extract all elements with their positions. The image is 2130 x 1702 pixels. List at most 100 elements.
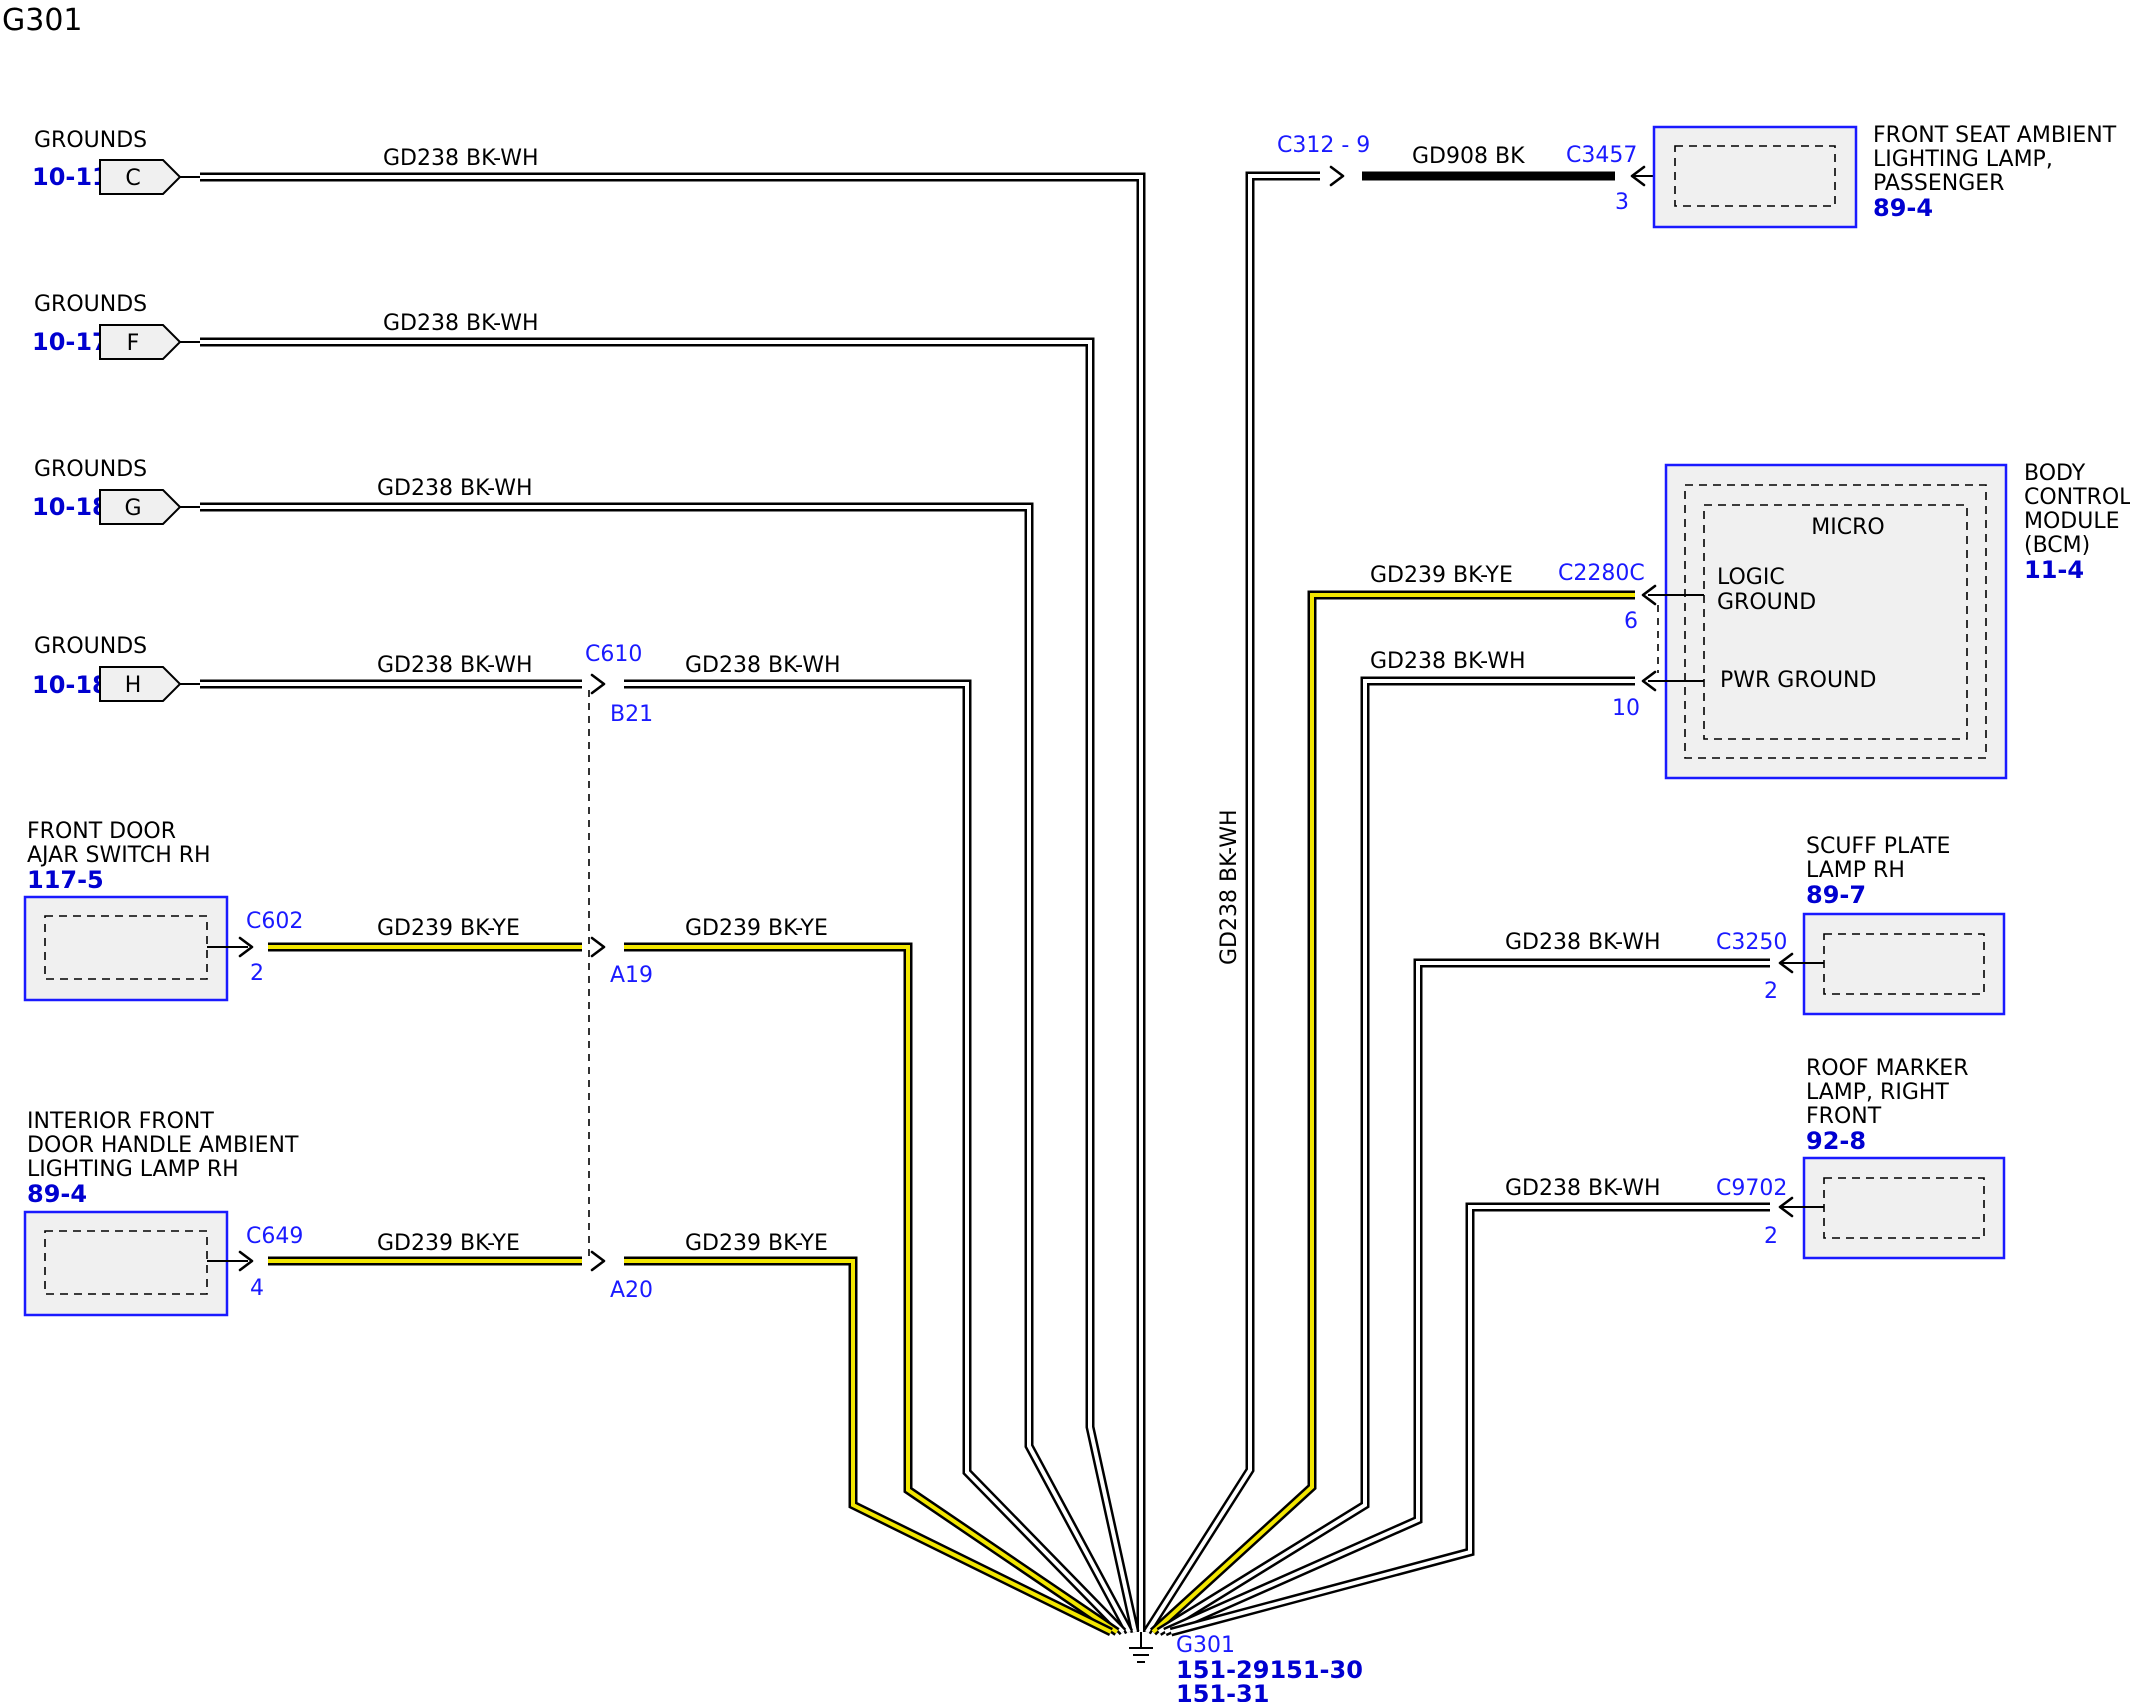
connector-pin: F <box>127 331 140 356</box>
wire-label: GD238 BK-WH <box>377 476 533 501</box>
arrow-right-icon <box>238 1250 254 1272</box>
component-ref-link[interactable]: 89-7 <box>1806 881 1866 909</box>
bcm-dashed-box <box>1684 484 1987 759</box>
wire-scuff-plate <box>1163 958 1770 1637</box>
connector-name: C602 <box>246 909 303 934</box>
component-name-line: LAMP RH <box>1806 858 1905 883</box>
arrow-right-icon <box>1329 165 1345 187</box>
logic-ground-label: GROUND <box>1717 590 1816 615</box>
component-front-door-ajar-switch[interactable]: FRONT DOOR AJAR SWITCH RH 117-5 C602 2 G… <box>23 819 520 1002</box>
ground-point-name: G301 <box>1176 1633 1235 1658</box>
component-name-line: (BCM) <box>2024 533 2090 558</box>
wire-harness <box>200 171 1770 1637</box>
micro-box <box>1703 504 1968 740</box>
connector-flag-icon <box>99 324 182 360</box>
ground-label: GROUNDS <box>34 292 147 317</box>
arrow-left-icon <box>1641 584 1657 606</box>
component-box <box>1802 912 2006 1016</box>
wire-label: GD238 BK-WH <box>1505 1176 1661 1201</box>
pwr-ground-label: PWR GROUND <box>1720 668 1876 693</box>
component-name-line: PASSENGER <box>1873 171 2004 196</box>
connector-flag-icon <box>99 159 182 195</box>
arrow-right-icon <box>590 673 606 695</box>
component-name-line: FRONT SEAT AMBIENT <box>1873 123 2117 148</box>
wire-label-vertical: GD238 BK-WH <box>1217 809 1242 965</box>
component-ref-link[interactable]: 89-4 <box>27 1180 87 1208</box>
ground-ref-link[interactable]: 151-29151-30 <box>1176 1656 1363 1684</box>
component-name-line: LIGHTING LAMP, <box>1873 147 2053 172</box>
ground-connector-h[interactable]: GROUNDS 10-18 H GD238 BK-WH <box>32 634 533 702</box>
connector-name: C3250 <box>1716 930 1787 955</box>
component-body-control-module[interactable]: MICRO LOGIC GROUND PWR GROUND C2280C 6 1… <box>1370 461 2130 780</box>
connector-pin: 2 <box>1764 979 1778 1004</box>
arrow-left-icon <box>1641 670 1657 692</box>
logic-ground-label: LOGIC <box>1717 565 1785 590</box>
connector-name: C312 - 9 <box>1277 133 1370 158</box>
inline-connector-c610[interactable]: C610 B21 A19 A20 GD238 BK-WH GD239 BK-YE… <box>585 642 841 1303</box>
wire-bcm-pwr <box>1156 676 1635 1636</box>
component-ref-link[interactable]: 89-4 <box>1873 194 1933 222</box>
component-inner-box <box>1674 145 1836 207</box>
connector-pin: 2 <box>1764 1224 1778 1249</box>
connector-flag-icon <box>99 489 182 525</box>
ground-ref-link[interactable]: 10-17 <box>32 328 109 356</box>
wire-label: GD238 BK-WH <box>1505 930 1661 955</box>
ground-ref-link[interactable]: 151-31 <box>1176 1680 1269 1702</box>
arrow-right-icon <box>238 936 254 958</box>
wire-label: GD239 BK-YE <box>685 916 828 941</box>
wire-label: GD239 BK-YE <box>685 1231 828 1256</box>
wire-door-ajar-b <box>624 942 1120 1636</box>
page-title: G301 <box>2 3 83 38</box>
component-front-seat-ambient-lamp[interactable]: C312 - 9 GD908 BK C3457 3 FRONT SEAT AMB… <box>1277 123 2117 229</box>
wire-door-handle-b <box>624 1256 1113 1637</box>
component-name-line: FRONT <box>1806 1104 1882 1129</box>
connector-pin: 3 <box>1615 190 1629 215</box>
wire-label: GD239 BK-YE <box>377 1231 520 1256</box>
ground-ref-link[interactable]: 10-18 <box>32 671 109 699</box>
wire-ground-h-b <box>624 679 1127 1636</box>
connector-pin: H <box>125 673 142 698</box>
component-ref-link[interactable]: 117-5 <box>27 866 104 894</box>
ground-label: GROUNDS <box>34 634 147 659</box>
arrow-right-icon <box>590 1250 606 1272</box>
ground-point-g301[interactable]: G301 151-29151-30 151-31 <box>1129 1632 1363 1702</box>
connector-pin: 10 <box>1612 696 1640 721</box>
wire-ground-g <box>200 502 1133 1635</box>
wire-label: GD238 BK-WH <box>685 653 841 678</box>
component-box <box>1652 125 1858 229</box>
component-name-line: INTERIOR FRONT <box>27 1109 214 1134</box>
component-box <box>23 895 229 1002</box>
connector-pin: C <box>125 166 140 191</box>
component-door-handle-ambient-lamp[interactable]: INTERIOR FRONT DOOR HANDLE AMBIENT LIGHT… <box>23 1109 520 1317</box>
component-name-line: ROOF MARKER <box>1806 1056 1969 1081</box>
connector-pin: G <box>124 496 141 521</box>
component-scuff-plate-lamp[interactable]: SCUFF PLATE LAMP RH 89-7 C3250 2 GD238 B… <box>1505 834 2006 1016</box>
ground-connector-f[interactable]: GROUNDS 10-17 F GD238 BK-WH <box>32 292 539 360</box>
component-name-line: MODULE <box>2024 509 2120 534</box>
connector-pin: A20 <box>610 1278 653 1303</box>
component-name-line: FRONT DOOR <box>27 819 176 844</box>
wire-front-seat-vertical <box>1143 171 1320 1635</box>
component-name-line: CONTROL <box>2024 485 2130 510</box>
ground-ref-link[interactable]: 10-18 <box>32 493 109 521</box>
component-ref-link[interactable]: 92-8 <box>1806 1127 1866 1155</box>
connector-name: C9702 <box>1716 1176 1787 1201</box>
component-ref-link[interactable]: 11-4 <box>2024 556 2084 584</box>
component-roof-marker-lamp[interactable]: ROOF MARKER LAMP, RIGHT FRONT 92-8 C9702… <box>1505 1056 2006 1260</box>
component-box <box>23 1210 229 1317</box>
component-box <box>1802 1156 2006 1260</box>
wire-label: GD238 BK-WH <box>383 146 539 171</box>
wire-label: GD239 BK-YE <box>377 916 520 941</box>
ground-connector-g[interactable]: GROUNDS 10-18 G GD238 BK-WH <box>32 457 533 525</box>
wire-label: GD238 BK-WH <box>383 311 539 336</box>
wire-bcm-logic <box>1149 590 1635 1636</box>
connector-name: C2280C <box>1558 561 1645 586</box>
connector-flag-icon <box>99 666 182 702</box>
connector-pin: 6 <box>1624 609 1638 634</box>
component-name-line: BODY <box>2024 461 2086 486</box>
ground-connector-c[interactable]: GROUNDS 10-11 C GD238 BK-WH <box>32 128 539 195</box>
ground-ref-link[interactable]: 10-11 <box>32 163 109 191</box>
wire-label: GD238 BK-WH <box>1370 649 1526 674</box>
connector-pin: A19 <box>610 963 653 988</box>
